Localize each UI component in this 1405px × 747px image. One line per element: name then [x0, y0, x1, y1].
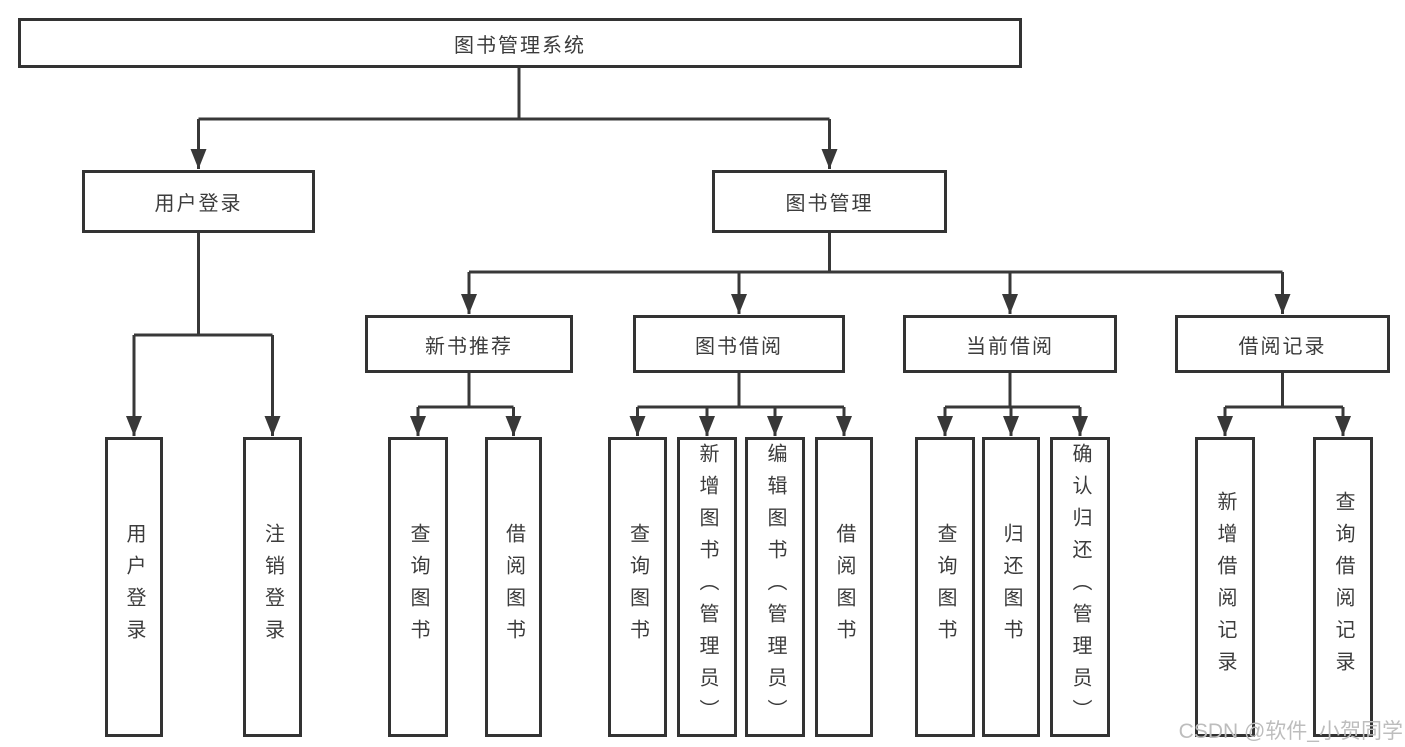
leaf-borrow-books-1: 借阅图书 [485, 437, 542, 737]
node-label: 图书借阅 [695, 335, 783, 358]
node-label: 用户登录 [123, 523, 145, 651]
node-label: 新书推荐 [425, 335, 513, 358]
node-label: 当前借阅 [966, 335, 1054, 358]
leaf-borrow-books-2: 借阅图书 [815, 437, 873, 737]
node-user-login: 用户登录 [82, 170, 315, 233]
leaf-edit-book-admin: 编辑图书（管理员） [745, 437, 805, 737]
node-label: 借阅图书 [833, 523, 855, 651]
node-label: 归还图书 [1000, 523, 1022, 651]
node-label: 图书管理 [785, 193, 874, 215]
node-new-book-recommend: 新书推荐 [365, 315, 573, 373]
leaf-return-book: 归还图书 [982, 437, 1040, 737]
node-current-borrowing: 当前借阅 [903, 315, 1117, 373]
leaf-add-book-admin: 新增图书（管理员） [677, 437, 737, 737]
leaf-user-login: 用户登录 [105, 437, 163, 737]
leaf-query-books-2: 查询图书 [608, 437, 667, 737]
node-label: 借阅记录 [1238, 335, 1327, 358]
node-label: 借阅图书 [502, 523, 525, 651]
node-label: 新增借阅记录 [1214, 491, 1236, 683]
leaf-query-borrow-record: 查询借阅记录 [1313, 437, 1373, 737]
node-label: 新增图书（管理员） [696, 443, 718, 731]
node-label: 确认归还（管理员） [1069, 443, 1091, 731]
leaf-query-books-3: 查询图书 [915, 437, 975, 737]
node-book-borrowing: 图书借阅 [633, 315, 845, 373]
csdn-watermark: CSDN @软件_小贺同学 [1178, 720, 1403, 743]
node-library-management-system: 图书管理系统 [18, 18, 1022, 68]
node-label: 编辑图书（管理员） [764, 443, 786, 731]
node-label: 查询图书 [934, 523, 956, 651]
node-label: 用户登录 [154, 193, 243, 215]
leaf-add-borrow-record: 新增借阅记录 [1195, 437, 1255, 737]
node-label: 注销登录 [261, 523, 284, 651]
node-label: 查询图书 [626, 523, 649, 651]
node-borrow-records: 借阅记录 [1175, 315, 1390, 373]
node-book-management: 图书管理 [712, 170, 947, 233]
node-label: 图书管理系统 [454, 34, 586, 57]
leaf-confirm-return-admin: 确认归还（管理员） [1050, 437, 1110, 737]
node-label: 查询借阅记录 [1332, 491, 1354, 683]
leaf-query-books-1: 查询图书 [388, 437, 448, 737]
node-label: 查询图书 [407, 523, 429, 651]
leaf-logout: 注销登录 [243, 437, 302, 737]
